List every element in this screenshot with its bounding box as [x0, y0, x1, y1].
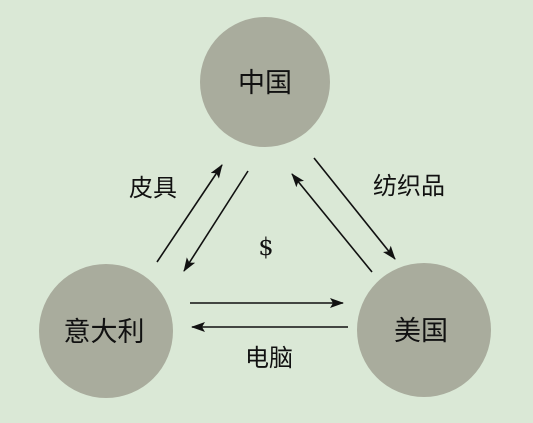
node-italy-circle — [39, 264, 173, 398]
node-china-circle — [200, 17, 330, 147]
arrow-china-to-italy — [183, 170, 249, 272]
edge-label-textiles: 纺织品 — [373, 172, 445, 200]
node-china: 中国 — [200, 17, 330, 147]
edge-label-computers: 电脑 — [245, 344, 293, 372]
node-usa-circle — [357, 263, 491, 397]
node-usa-label: 美国 — [394, 316, 448, 347]
arrow-usa-to-china — [291, 173, 373, 273]
node-italy-label: 意大利 — [64, 317, 145, 348]
node-china-label: 中国 — [238, 68, 292, 99]
node-usa: 美国 — [357, 263, 491, 397]
arrow-italy-to-china — [156, 164, 223, 263]
arrow-china-to-usa — [313, 157, 396, 260]
node-italy: 意大利 — [39, 264, 173, 398]
edge-label-leather: 皮具 — [129, 174, 177, 202]
edge-label-dollar: $ — [258, 233, 273, 261]
